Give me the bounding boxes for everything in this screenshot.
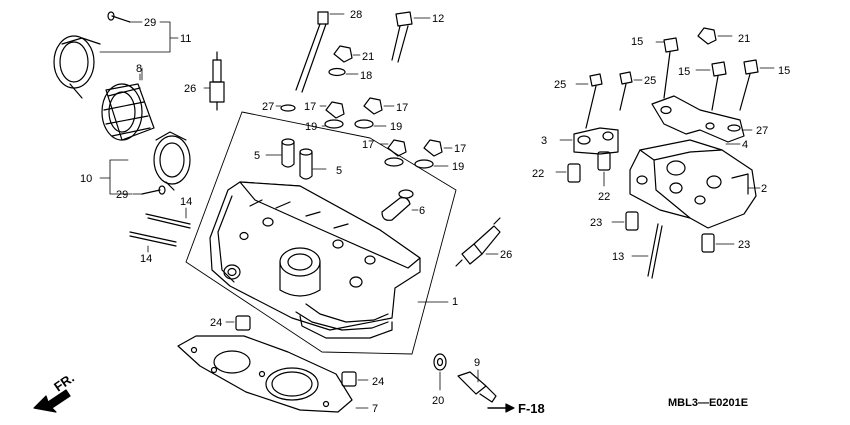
spark-plug-right: [455, 217, 501, 267]
callout-1: 1: [452, 296, 458, 308]
callout-11: 11: [180, 33, 191, 45]
cylinder-head: [185, 111, 457, 355]
callout-brackets: [99, 21, 179, 195]
callout-2: 2: [761, 183, 767, 195]
washer-18: [328, 67, 359, 77]
water-joint-9: [457, 369, 497, 403]
callout-17-c: 17: [362, 139, 374, 151]
spark-plug-left: [203, 51, 225, 111]
callout-14-b: 14: [140, 253, 152, 265]
nut-17-d: [423, 139, 453, 157]
nut-17-c: [379, 139, 407, 157]
callout-19-a: 19: [305, 121, 317, 133]
callout-7: 7: [372, 403, 378, 415]
callout-15-a: 15: [631, 36, 643, 48]
valve-guides: [265, 138, 327, 180]
reference-arrow: [487, 403, 515, 413]
callout-15-b: 15: [678, 66, 690, 78]
nut-17-a: [319, 101, 345, 119]
diagram-code: MBL3—E0201E: [668, 397, 748, 409]
cap-nut-21: [333, 45, 361, 63]
callout-21-b: 21: [738, 33, 750, 45]
nut-17-b: [363, 97, 395, 115]
sealing-washer-20: [433, 353, 447, 391]
callout-17-a: 17: [304, 101, 316, 113]
rocker-holder: [559, 127, 619, 155]
callout-8: 8: [136, 63, 142, 75]
callout-19-b: 19: [390, 121, 402, 133]
callout-17-b: 17: [396, 102, 408, 114]
callout-23-b: 23: [738, 239, 750, 251]
callout-6: 6: [419, 205, 425, 217]
callout-22-a: 22: [532, 168, 544, 180]
callout-18: 18: [360, 70, 372, 82]
flange-bolt-12: [391, 11, 431, 63]
callout-24-a: 24: [210, 317, 222, 329]
head-gasket: [177, 335, 369, 413]
callout-12: 12: [432, 13, 444, 25]
camshaft-holder: [629, 139, 761, 229]
callout-5-a: 5: [254, 150, 260, 162]
reference-label: F-18: [518, 401, 545, 416]
bolt-15-b: [695, 61, 727, 111]
callout-9: 9: [474, 357, 480, 369]
callout-27-a: 27: [262, 101, 274, 113]
callout-22-b: 22: [598, 191, 610, 203]
clamp-bolt-upper: [107, 11, 143, 23]
bolt-25-a: [575, 73, 603, 129]
callout-29-b: 29: [116, 189, 128, 201]
cap-nut-21-right: [697, 27, 733, 45]
callout-15-c: 15: [778, 65, 790, 77]
callout-24-b: 24: [372, 376, 384, 388]
callout-leads-misc: [141, 67, 187, 219]
callout-21-a: 21: [362, 51, 374, 63]
callout-23-a: 23: [590, 217, 602, 229]
direction-label: FR.: [51, 370, 77, 394]
valve-seal: [381, 189, 419, 221]
callout-19-c: 19: [452, 161, 464, 173]
dowel-23-b: [701, 233, 735, 253]
callout-25-b: 25: [644, 75, 656, 87]
bolt-15-c: [739, 59, 775, 111]
callout-5-b: 5: [336, 165, 342, 177]
dowel-23-a: [611, 211, 639, 231]
washer-19-b: [354, 119, 387, 129]
rocker-plate: [651, 95, 745, 145]
callout-17-d: 17: [454, 143, 466, 155]
callout-29-a: 29: [144, 17, 156, 29]
washer-19-c: [384, 157, 449, 169]
washer-19-a: [321, 119, 344, 129]
callout-10: 10: [80, 173, 92, 185]
dowel-24-b: [341, 371, 369, 387]
callout-4: 4: [742, 139, 748, 151]
callout-27-b: 27: [756, 125, 768, 137]
callout-26-b: 26: [500, 249, 512, 261]
callout-3: 3: [541, 135, 547, 147]
dowel-22-a: [555, 163, 581, 183]
dowel-24-a: [225, 315, 251, 331]
clamp-bolt-lower: [132, 185, 166, 195]
callout-14-a: 14: [180, 196, 192, 208]
intake-insulator: [53, 35, 191, 191]
direction-arrow: [33, 389, 71, 413]
dowel-22-b: [597, 151, 611, 187]
bolt-15-a: [655, 37, 679, 99]
stud-13: [631, 223, 663, 279]
stud-bolts: [129, 213, 191, 253]
callout-13: 13: [612, 251, 624, 263]
callout-26-a: 26: [184, 83, 196, 95]
callout-25-a: 25: [554, 79, 566, 91]
bolt-25-b: [619, 71, 643, 111]
callout-20: 20: [432, 395, 444, 407]
long-stud-bolt: [275, 11, 345, 112]
callout-28: 28: [350, 9, 362, 21]
washer-27-right: [727, 124, 753, 132]
